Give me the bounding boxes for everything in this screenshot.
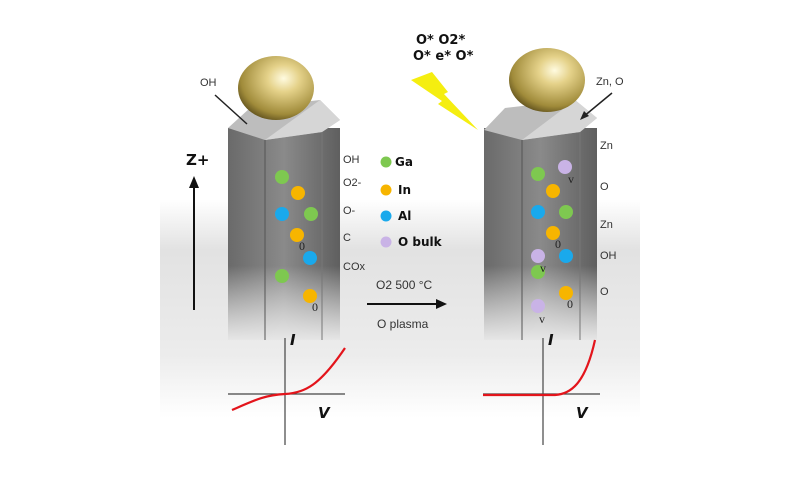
o-bulk-atom <box>531 299 545 313</box>
al-atom <box>531 205 545 219</box>
svg-text:0: 0 <box>299 239 305 253</box>
svg-text:OH: OH <box>600 250 617 262</box>
ga-atom <box>559 205 573 219</box>
left-nanowire: OH OH O2- O- C COx 0 0 <box>200 56 366 340</box>
iv-curve-rectifying <box>483 339 597 397</box>
pointer-label: Zn, O <box>596 76 624 88</box>
svg-text:Zn: Zn <box>600 219 613 231</box>
in-atom <box>559 286 573 300</box>
svg-text:Ga: Ga <box>395 155 413 169</box>
current-axis-label: I <box>290 331 296 349</box>
process-arrow: O2 500 °C O plasma <box>367 278 447 331</box>
svg-text:O2-: O2- <box>343 177 362 189</box>
ga-atom <box>304 207 318 221</box>
svg-text:Z+: Z+ <box>186 151 209 169</box>
ga-atom <box>275 170 289 184</box>
al-atom <box>303 251 317 265</box>
iv-curve-ohmic <box>231 347 346 412</box>
svg-text:O plasma: O plasma <box>377 317 429 331</box>
svg-text:O: O <box>600 286 609 298</box>
legend: Ga In Al O bulk <box>380 155 443 249</box>
legend-swatch-al <box>380 210 392 222</box>
svg-text:O* O2*: O* O2* <box>416 33 465 48</box>
svg-text:v: v <box>568 172 574 186</box>
svg-text:O-: O- <box>343 205 356 217</box>
dopant-atoms: v 0 v 0 v <box>531 160 574 326</box>
ga-atom <box>275 269 289 283</box>
svg-text:In: In <box>398 183 411 197</box>
in-atom <box>303 289 317 303</box>
lightning-icon <box>411 72 478 130</box>
z-axis: Z+ <box>186 151 209 310</box>
svg-text:Zn: Zn <box>600 140 613 152</box>
current-axis-label: I <box>548 331 554 349</box>
svg-text:Al: Al <box>398 209 411 223</box>
svg-text:C: C <box>343 232 351 244</box>
al-atom <box>559 249 573 263</box>
gold-catalyst-ball <box>238 56 314 120</box>
svg-text:O bulk: O bulk <box>398 235 443 249</box>
svg-text:COx: COx <box>343 261 366 273</box>
in-atom <box>546 226 560 240</box>
voltage-axis-label: V <box>318 404 331 422</box>
legend-swatch-o-bulk <box>380 236 392 248</box>
right-iv-plot: I V <box>483 331 600 445</box>
svg-text:v: v <box>540 261 546 275</box>
gold-catalyst-ball <box>509 48 585 112</box>
surface-labels: Zn O Zn OH O <box>600 140 617 298</box>
svg-text:0: 0 <box>555 237 561 251</box>
pointer-label: OH <box>200 77 217 89</box>
svg-text:0: 0 <box>567 297 573 311</box>
o-bulk-atom <box>558 160 572 174</box>
legend-swatch-ga <box>380 156 392 168</box>
al-atom <box>275 207 289 221</box>
svg-text:OH: OH <box>343 154 360 166</box>
in-atom <box>546 184 560 198</box>
svg-text:0: 0 <box>312 300 318 314</box>
ga-atom <box>531 265 545 279</box>
svg-text:v: v <box>539 312 545 326</box>
left-iv-plot: I V <box>228 331 346 445</box>
right-nanowire: Zn, O Zn O Zn OH O v 0 v 0 v <box>484 48 624 340</box>
svg-text:O: O <box>600 181 609 193</box>
ga-atom <box>531 167 545 181</box>
o-bulk-atom <box>531 249 545 263</box>
plasma-species: O* O2* O* e* O* <box>413 33 474 64</box>
dopant-atoms: 0 0 <box>275 170 318 314</box>
voltage-axis-label: V <box>576 404 589 422</box>
svg-text:O2 500 °C: O2 500 °C <box>376 278 432 292</box>
in-atom <box>290 228 304 242</box>
surface-labels: OH O2- O- C COx <box>343 154 366 273</box>
svg-text:O* e* O*: O* e* O* <box>413 49 474 64</box>
in-atom <box>291 186 305 200</box>
legend-swatch-in <box>380 184 392 196</box>
